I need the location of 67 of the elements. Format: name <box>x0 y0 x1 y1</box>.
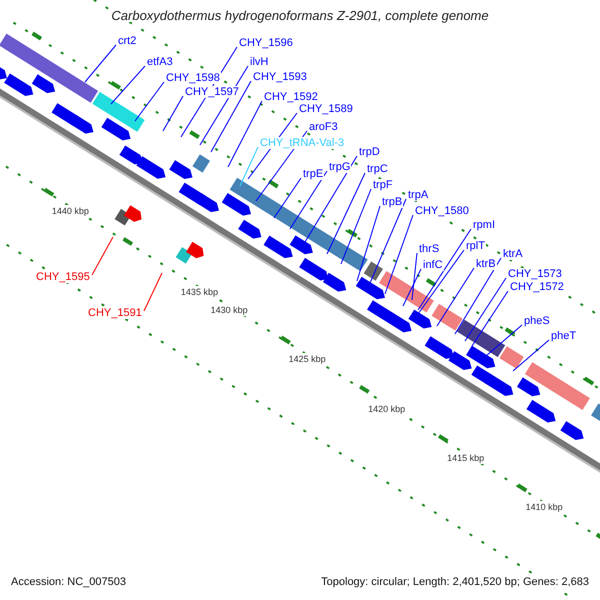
leader-line <box>356 206 380 282</box>
position-label: 1440 kbp <box>50 205 90 218</box>
leader-line <box>418 250 464 314</box>
leader-line <box>436 268 474 326</box>
leader-line <box>326 172 366 254</box>
leader-line <box>304 156 358 242</box>
gene-label: CHY_1592 <box>263 91 319 103</box>
gene-label: pheS <box>523 315 551 327</box>
position-label: 1410 kbp <box>524 501 564 514</box>
gene-label: trpB <box>381 196 404 208</box>
title: Carboxydothermus hydrogenoformans Z-2901, complete genome <box>110 10 490 22</box>
gene-label: CHY_tRNA-Val-3 <box>259 137 346 149</box>
gene-label: trpG <box>328 161 352 173</box>
leader-line <box>144 272 162 312</box>
leader-line <box>162 96 184 132</box>
leader-line <box>110 66 146 104</box>
gene-label: CHY_1591 <box>87 307 143 319</box>
gene-label: trpE <box>302 168 324 180</box>
leader-line <box>274 178 302 218</box>
gene-label: ktrA <box>502 248 524 260</box>
gene-label: CHY_1595 <box>35 271 91 283</box>
gene-label: trpC <box>366 163 389 175</box>
gene-label: trpF <box>372 179 394 191</box>
leader-line <box>92 236 114 276</box>
position-label: 1420 kbp <box>367 402 406 415</box>
leader-line <box>384 214 414 294</box>
leader-line <box>290 170 328 230</box>
gene-label: thrS <box>418 243 440 255</box>
leader-line <box>402 268 422 306</box>
position-label: 1435 kbp <box>180 286 219 298</box>
gene-label: CHY_1597 <box>184 86 240 98</box>
gene-label: etfA3 <box>146 56 174 68</box>
leader-line <box>340 188 372 264</box>
leader-line <box>418 228 472 310</box>
gene-label: rplT <box>465 240 486 252</box>
leader-line <box>228 100 262 168</box>
gene-label: ilvH <box>249 56 270 68</box>
leader-line <box>512 340 550 372</box>
leader-line <box>464 278 506 342</box>
gene-label: trpA <box>407 189 430 201</box>
gene-label: trpD <box>358 146 381 158</box>
gene-label: CHY_1580 <box>414 205 470 217</box>
gene-label: CHY_1572 <box>509 281 565 293</box>
leader-line <box>210 80 252 152</box>
gene-label: CHY_1573 <box>507 268 563 280</box>
gene-label: CHY_1598 <box>165 72 221 84</box>
leader-line <box>370 198 406 284</box>
leader-line <box>240 146 258 186</box>
leader-line <box>134 82 164 122</box>
leader-line <box>454 258 502 334</box>
gene-label: pheT <box>550 330 578 342</box>
gene-label: CHY_1596 <box>238 37 294 49</box>
gene-label: rpmI <box>472 219 496 231</box>
gene-label: crt2 <box>117 35 138 47</box>
position-label: 1415 kbp <box>446 452 486 464</box>
leader-line <box>84 44 116 82</box>
gene-label: CHY_1593 <box>252 71 308 83</box>
footer-text: Topology: circular; Length: 2,401,520 bp; Genes: 2,683 <box>320 576 590 588</box>
leader-line <box>472 290 508 346</box>
gene-label: aroF3 <box>308 121 339 133</box>
footer-text: Accession: NC_007503 <box>10 576 127 588</box>
position-label: 1425 kbp <box>288 353 327 366</box>
position-label: 1430 kbp <box>210 304 249 316</box>
gene-label: CHY_1589 <box>298 103 354 115</box>
gene-label: ktrB <box>475 258 497 270</box>
gene-label: infC <box>422 259 444 271</box>
leader-line <box>412 252 418 300</box>
